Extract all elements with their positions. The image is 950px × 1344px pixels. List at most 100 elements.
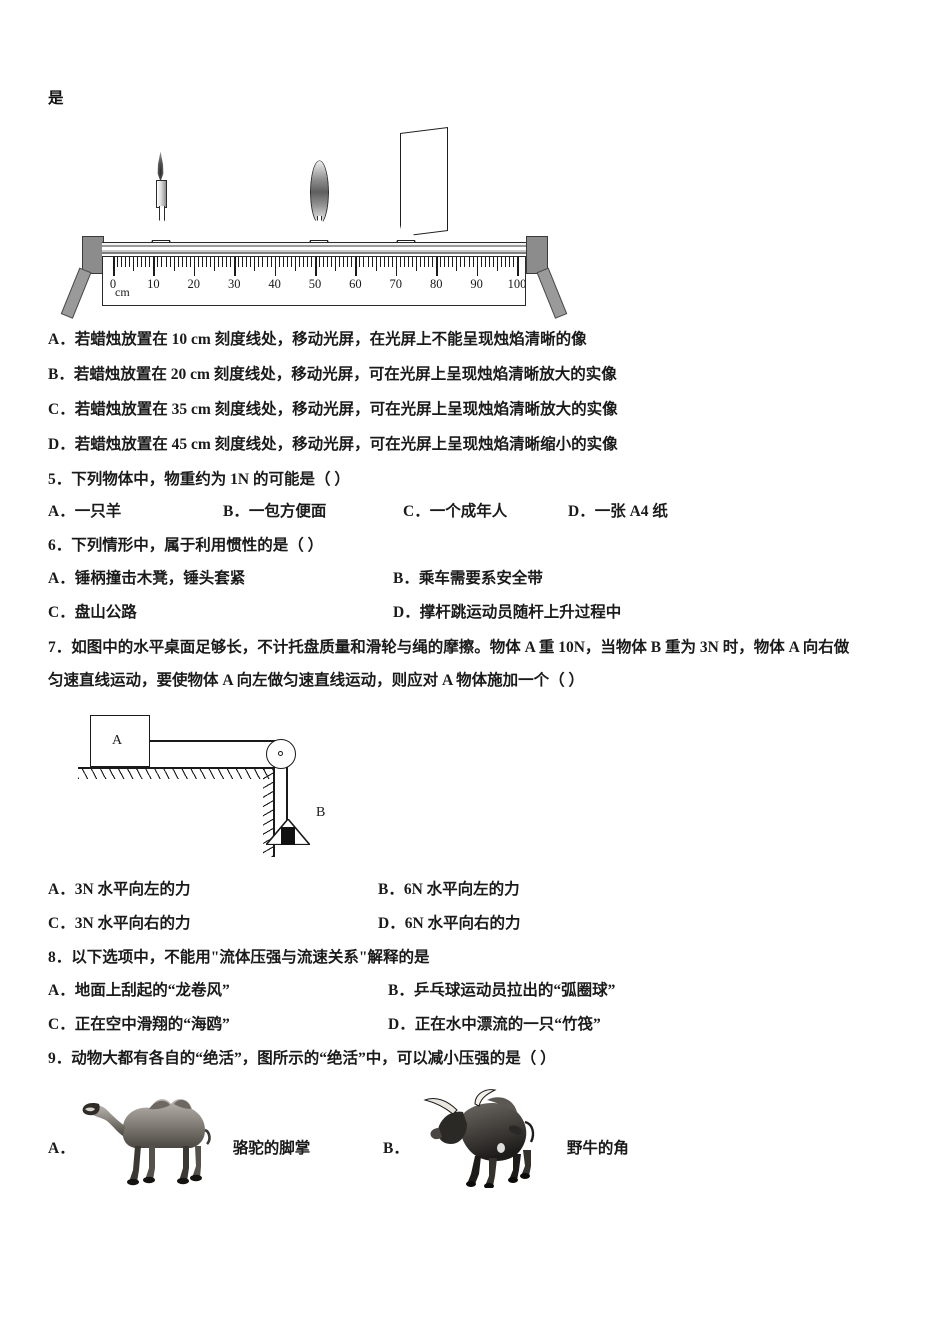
q9-option-b-caption: 野牛的角: [566, 1140, 629, 1158]
pulley-axle: [278, 751, 283, 757]
q8-option-c-text: 正在空中滑翔的“海鸥”: [74, 1015, 230, 1033]
q5-stem: 5．下列物体中，物重约为 1N 的可能是（ ）: [48, 470, 350, 488]
convex-lens-icon: [310, 160, 329, 225]
q7-option-b-letter: B．: [378, 881, 404, 899]
q8-option-b: B．乒乓球运动员拉出的“弧圈球”: [388, 974, 615, 1008]
rope-vertical: [286, 753, 288, 822]
bull-photo: [413, 1082, 563, 1189]
q5-option-b: B．一包方便面: [223, 495, 403, 529]
q7-option-b-text: 6N 水平向左的力: [403, 881, 520, 899]
ruler-tick: [258, 257, 260, 268]
table-hatching: [78, 769, 274, 780]
ruler-tick: [391, 257, 393, 268]
q9-option-b-letter: B．: [383, 1140, 409, 1158]
ruler-tick: [476, 257, 479, 277]
ruler-tick: [403, 257, 405, 268]
ruler-tick: [173, 257, 175, 272]
ruler-tick: [456, 257, 458, 272]
ruler-tick: [181, 257, 183, 268]
lead-fragment: 是: [48, 90, 64, 107]
ruler-tick: [395, 257, 398, 277]
ruler-tick: [379, 257, 381, 268]
wall-hatching: [263, 769, 274, 858]
q6-option-a-letter: A．: [48, 569, 75, 587]
ruler-unit-label: cm: [115, 285, 130, 300]
ruler-tick: [335, 257, 337, 272]
ruler-tick: [343, 257, 345, 268]
q5-options: A．一只羊 B．一包方便面 C．一个成年人 D．一张 A4 纸: [48, 495, 918, 529]
ruler-tick: [375, 257, 377, 272]
q5-option-a-letter: A．: [48, 503, 75, 521]
q8-option-b-letter: B．: [388, 981, 414, 999]
bench-rail: [102, 242, 526, 258]
ruler-tick: [460, 257, 462, 268]
q8-option-d: D．正在水中漂流的一只“竹筏”: [388, 1008, 601, 1042]
ruler-tick: [214, 257, 215, 272]
q7-options-row2: C．3N 水平向右的力 D．6N 水平向右的力: [48, 907, 918, 941]
q4-option-c: C．若蜡烛放置在 35 cm 刻度线处，移动光屏，可在光屏上呈现烛焰清晰放大的实…: [48, 393, 918, 428]
ruler-tick: [165, 257, 167, 268]
pan-weight: [281, 827, 295, 846]
q9-options: A．: [48, 1078, 918, 1189]
q5-option-d-text: 一张 A4 纸: [594, 503, 668, 521]
q6-option-c-letter: C．: [48, 603, 75, 621]
ruler-tick: [157, 257, 159, 268]
ruler-tick: [129, 257, 131, 268]
pan-b-label: B: [316, 805, 326, 821]
ruler-tick: [383, 257, 385, 268]
q4-option-a-letter: A．: [48, 331, 75, 349]
bull-illustration: [423, 1089, 535, 1189]
q7-stem-line2: 匀速直线运动，要使物体 A 向左做匀速直线运动，则应对 A 物体施加一个（ ）: [48, 672, 585, 690]
q7-option-d-text: 6N 水平向右的力: [404, 915, 521, 933]
q6-option-a: A．锤柄撞击木凳，锤头套紧: [48, 562, 393, 596]
q4-option-d-letter: D．: [48, 436, 75, 454]
ruler-tick: [351, 257, 353, 268]
q5-option-c-text: 一个成年人: [429, 503, 508, 521]
q9-option-a-letter: A．: [48, 1140, 75, 1158]
ruler-tick: [266, 257, 268, 268]
q7-option-a-letter: A．: [48, 881, 75, 899]
q8-option-c-letter: C．: [48, 1015, 75, 1033]
ruler-label-90: 90: [470, 277, 483, 292]
q5-option-b-letter: B．: [223, 503, 249, 521]
ruler-label-10: 10: [147, 277, 160, 292]
q5-option-c-letter: C．: [403, 503, 430, 521]
q4-option-c-text: 若蜡烛放置在 35 cm 刻度线处，移动光屏，可在光屏上呈现烛焰清晰放大的实像: [74, 401, 618, 419]
ruler-tick: [319, 257, 321, 268]
ruler-tick: [238, 257, 240, 268]
ruler-tick: [371, 257, 373, 268]
ruler-tick: [201, 257, 203, 268]
ruler-tick: [347, 257, 349, 268]
q6-option-b-text: 乘车需要系安全带: [418, 569, 543, 587]
table-surface: [78, 767, 274, 770]
ruler-tick: [193, 257, 196, 277]
q8-options-row2: C．正在空中滑翔的“海鸥” D．正在水中漂流的一只“竹筏”: [48, 1008, 918, 1042]
q6-option-d-letter: D．: [393, 603, 420, 621]
ruler-tick: [169, 257, 171, 268]
q7-option-c: C．3N 水平向右的力: [48, 907, 378, 941]
ruler-tick: [234, 257, 236, 277]
q8-option-c: C．正在空中滑翔的“海鸥”: [48, 1008, 388, 1042]
block-a: [90, 715, 150, 768]
q5-option-c: C．一个成年人: [403, 495, 568, 529]
q6-option-a-text: 锤柄撞击木凳，锤头套紧: [74, 569, 246, 587]
q7-options-row1: A．3N 水平向左的力 B．6N 水平向左的力: [48, 873, 918, 907]
q4-option-d: D．若蜡烛放置在 45 cm 刻度线处，移动光屏，可在光屏上呈现烛焰清晰缩小的实…: [48, 428, 918, 463]
ruler-tick: [222, 257, 224, 268]
q4-option-b-text: 若蜡烛放置在 20 cm 刻度线处，移动光屏，可在光屏上呈现烛焰清晰放大的实像: [73, 366, 617, 384]
q9-stem: 9．动物大都有各自的“绝活”，图所示的“绝活”中，可以减小压强的是（ ）: [48, 1049, 556, 1067]
q7-stem-line1: 7．如图中的水平桌面足够长，不计托盘质量和滑轮与绳的摩擦。物体 A 重 10N，…: [48, 638, 850, 656]
ruler-tick: [177, 257, 179, 268]
ruler-tick: [472, 257, 474, 268]
ruler-tick: [444, 257, 446, 268]
ruler-tick: [149, 257, 151, 268]
ruler-tick: [262, 257, 264, 268]
q9-option-b: B．: [383, 1078, 629, 1189]
ruler-label-60: 60: [349, 277, 362, 292]
q5-option-d: D．一张 A4 纸: [568, 495, 668, 529]
q8-options-row1: A．地面上刮起的“龙卷风” B．乒乓球运动员拉出的“弧圈球”: [48, 974, 918, 1008]
q7-option-c-text: 3N 水平向右的力: [74, 915, 191, 933]
ruler-tick: [484, 257, 486, 268]
q8-option-a-letter: A．: [48, 981, 75, 999]
ruler-tick: [113, 257, 115, 277]
